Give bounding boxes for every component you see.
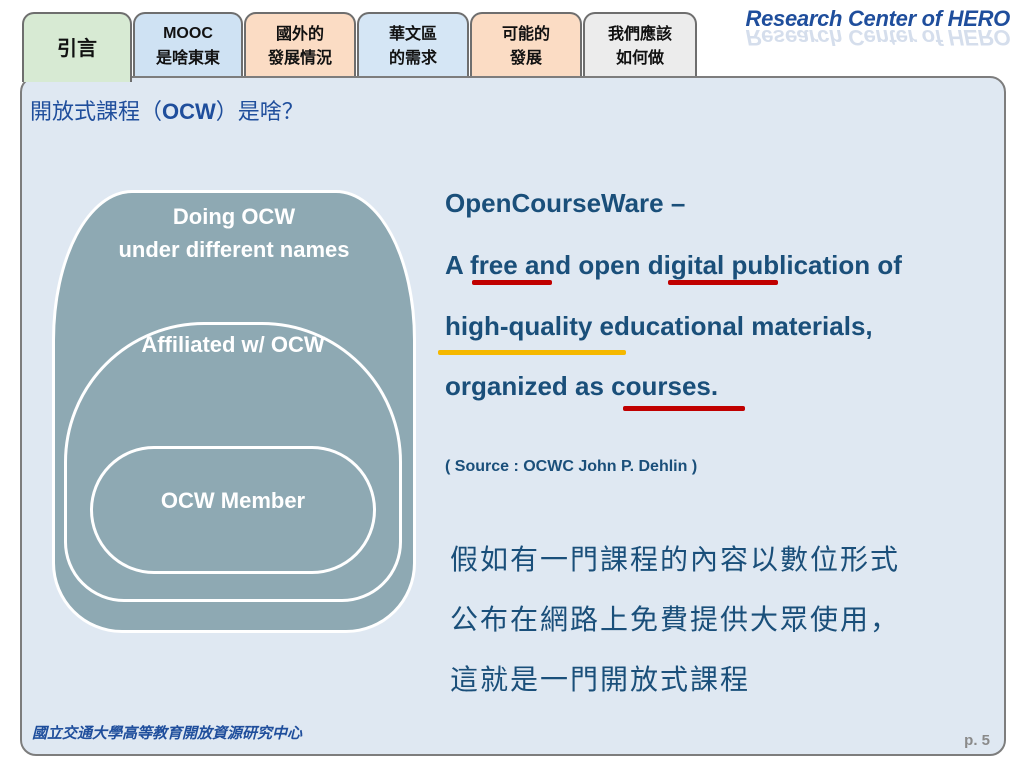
explanation-line: 這就是一門開放式課程: [450, 663, 751, 696]
tab-label: MOOC: [163, 25, 213, 42]
diagram-outer-label: Doing OCW under different names: [118, 204, 350, 262]
tab-what-to-do[interactable]: 我們應該 如何做: [583, 12, 697, 78]
definition-heading: OpenCourseWare –: [445, 188, 686, 218]
page-number: p. 5: [964, 732, 990, 749]
underline-digital: [668, 280, 778, 285]
tab-label: 可能的: [501, 24, 550, 43]
diagram-inner-region: [90, 446, 376, 574]
definition-line: A free and open digital publication of: [445, 250, 902, 280]
tab-intro[interactable]: 引言: [22, 12, 132, 82]
source-citation: ( Source : OCWC John P. Dehlin ): [445, 458, 698, 475]
underline-high-quality: [438, 350, 626, 355]
tab-overseas[interactable]: 國外的 發展情況: [244, 12, 356, 78]
diagram-middle-label: Affiliated w/ OCW: [141, 332, 325, 357]
brand-logo-reflection: Research Center of HERO: [745, 30, 1010, 50]
definition-line: organized as courses.: [445, 371, 719, 401]
tab-label: 是啥東東: [155, 48, 220, 67]
underline-free: [472, 280, 552, 285]
tab-label: 引言: [57, 36, 97, 60]
tab-label: 我們應該: [607, 24, 672, 43]
tab-mooc[interactable]: MOOC 是啥東東: [133, 12, 243, 78]
tab-label: 的需求: [388, 48, 437, 67]
explanation-line: 公布在網路上免費提供大眾使用，: [450, 603, 901, 636]
footer-organization: 國立交通大學高等教育開放資源研究中心: [32, 724, 303, 742]
brand-logo: Research Center of HERO: [745, 6, 1010, 31]
tab-label: 華文區: [388, 24, 437, 43]
definition-line: high-quality educational materials,: [445, 311, 873, 341]
tab-label: 發展: [509, 48, 542, 67]
tab-label: 國外的: [275, 24, 324, 43]
diagram-inner-label: OCW Member: [160, 488, 306, 513]
tab-possible-development[interactable]: 可能的 發展: [470, 12, 582, 78]
tab-chinese-region[interactable]: 華文區 的需求: [357, 12, 469, 78]
tab-label: 如何做: [615, 48, 664, 67]
explanation-line: 假如有一門課程的內容以數位形式: [450, 543, 901, 576]
tab-label: 發展情況: [267, 48, 332, 67]
slide-title: 開放式課程（OCW）是啥？: [30, 99, 304, 125]
underline-courses: [623, 406, 745, 411]
